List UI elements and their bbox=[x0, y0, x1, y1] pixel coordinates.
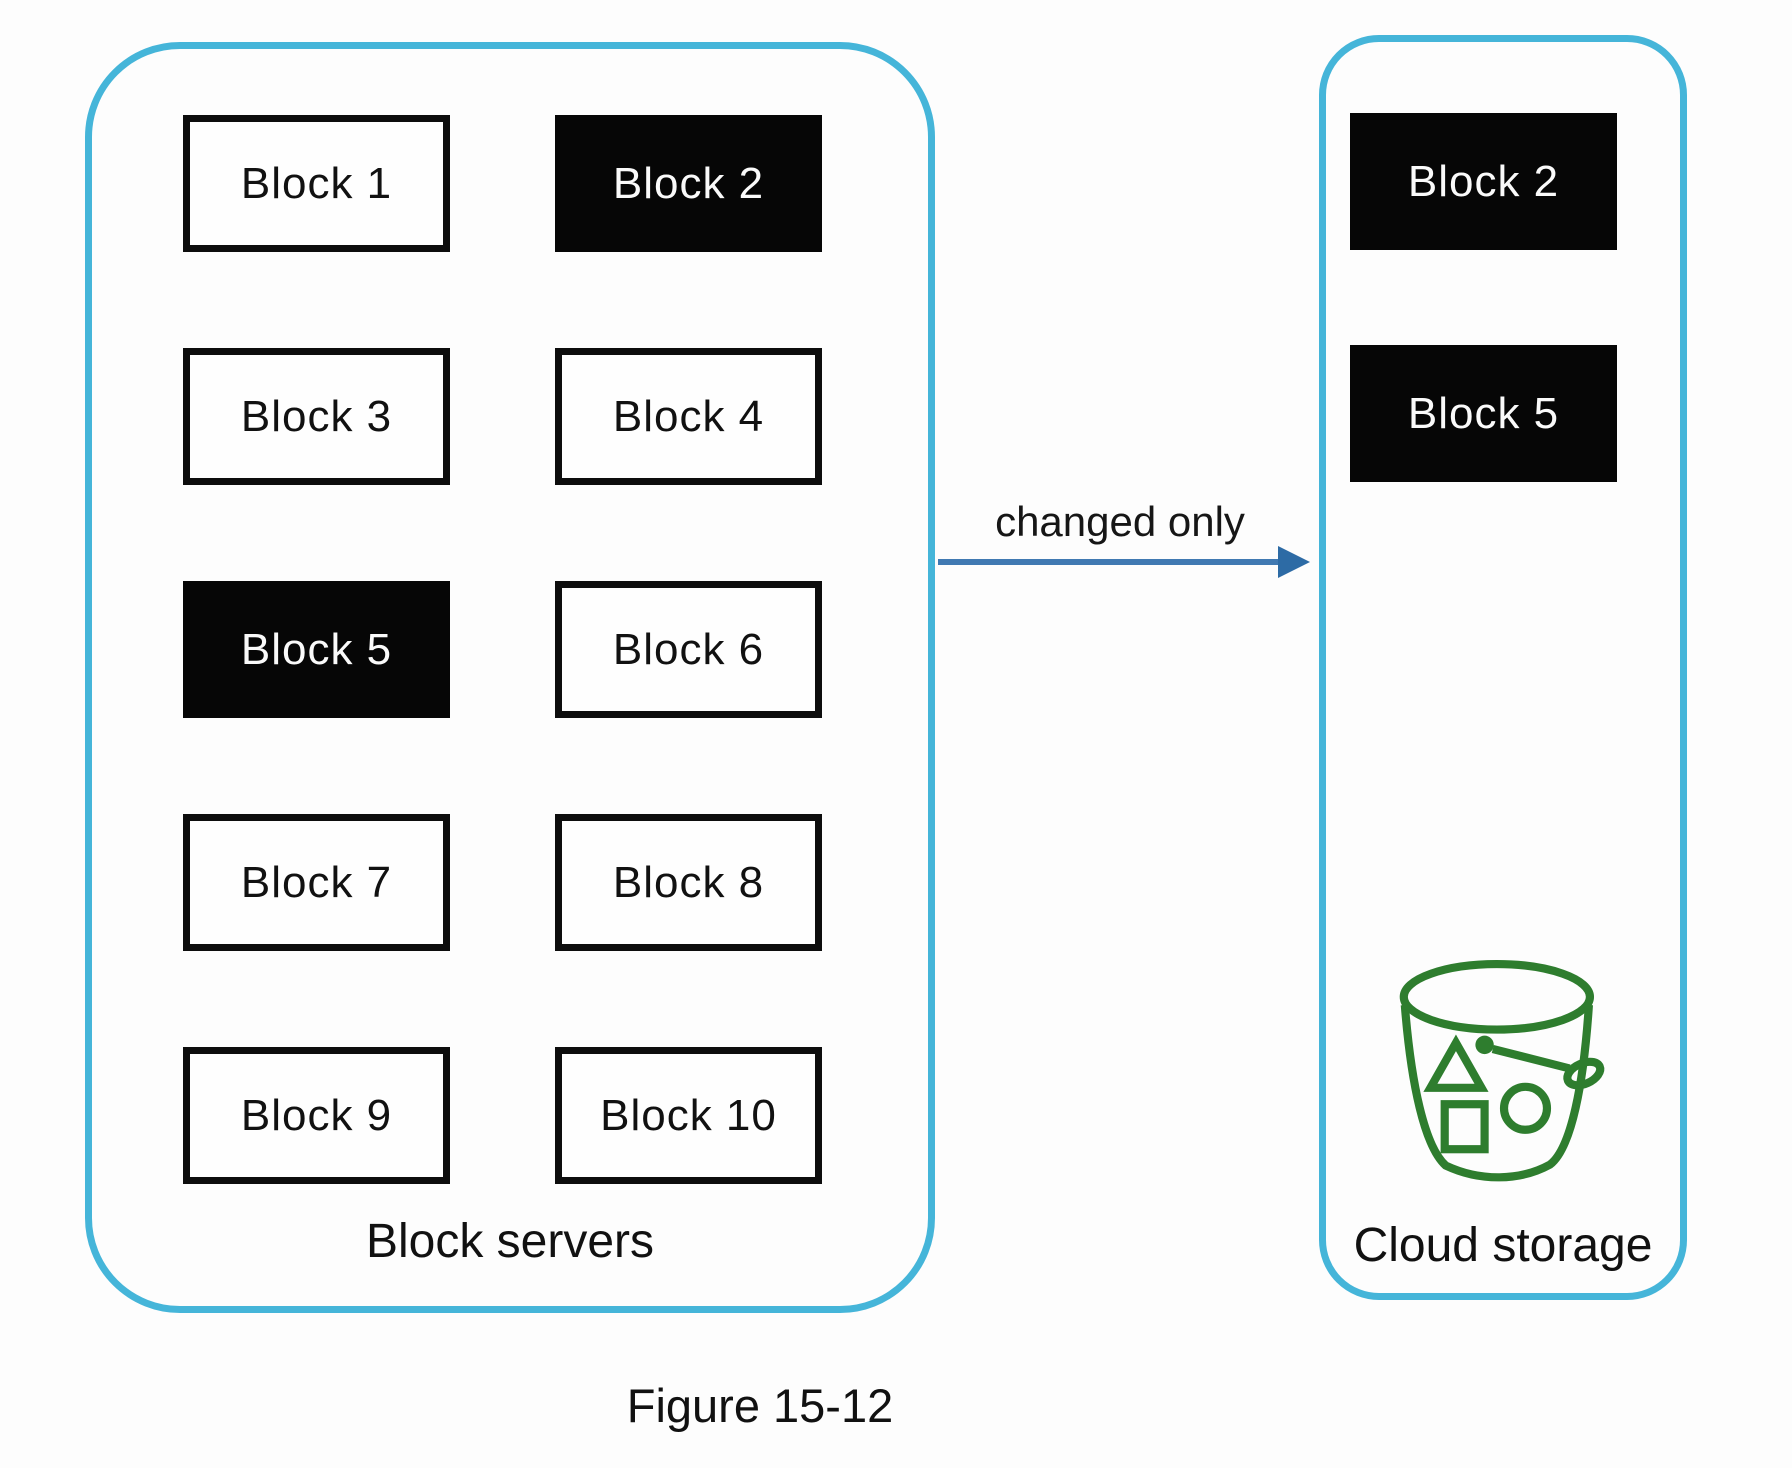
cloud-block-2: Block 2 bbox=[1350, 113, 1617, 250]
block-6: Block 6 bbox=[555, 581, 822, 718]
block-5: Block 5 bbox=[183, 581, 450, 718]
block-7: Block 7 bbox=[183, 814, 450, 951]
block-1: Block 1 bbox=[183, 115, 450, 252]
cloud-storage-panel: Block 2 Block 5 Cloud bbox=[1319, 35, 1687, 1300]
block-4: Block 4 bbox=[555, 348, 822, 485]
block-9: Block 9 bbox=[183, 1047, 450, 1184]
figure-caption: Figure 15-12 bbox=[626, 1379, 894, 1432]
block-2: Block 2 bbox=[555, 115, 822, 252]
arrow-head-icon bbox=[1278, 546, 1310, 578]
block-10: Block 10 bbox=[555, 1047, 822, 1184]
s3-bucket-icon bbox=[1393, 960, 1613, 1185]
block-servers-panel: Block 1 Block 2 Block 3 Block 4 Block 5 … bbox=[85, 42, 935, 1313]
cloud-storage-label: Cloud storage bbox=[1353, 1219, 1653, 1272]
changed-only-arrow bbox=[938, 559, 1282, 565]
block-servers-label: Block servers bbox=[365, 1215, 655, 1268]
block-8: Block 8 bbox=[555, 814, 822, 951]
cloud-block-5: Block 5 bbox=[1350, 345, 1617, 482]
blocks-grid: Block 1 Block 2 Block 3 Block 4 Block 5 … bbox=[92, 49, 928, 1184]
arrow-label: changed only bbox=[995, 498, 1245, 545]
block-3: Block 3 bbox=[183, 348, 450, 485]
